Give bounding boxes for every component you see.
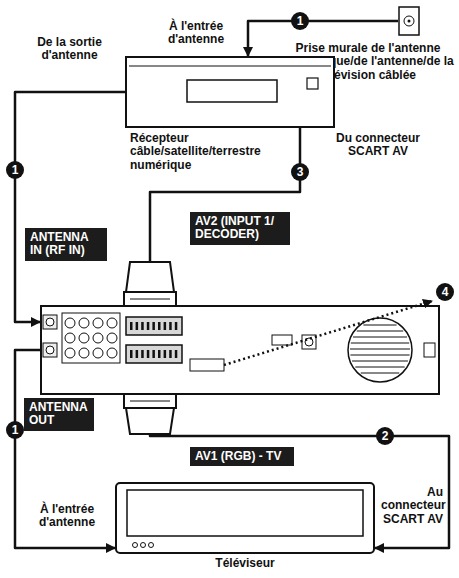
callout-number: 1 — [291, 12, 309, 30]
node-label: Récepteur câble/satellite/terrestre numé… — [130, 132, 295, 172]
wall-outlet: Prise murale de l'antenne parabolique/de… — [398, 6, 420, 36]
wall-outlet-outline — [398, 6, 420, 36]
recorder-rear-panel-outline — [40, 305, 440, 395]
connector-tag: ANTENNA OUT — [24, 398, 94, 431]
connector-tag: AV1 (RGB) - TV — [190, 447, 294, 466]
node-label: Téléviseur — [115, 557, 375, 570]
callout-number: 1 — [6, 421, 24, 439]
callout-number: 2 — [376, 427, 394, 445]
receiver-box-outline — [125, 56, 335, 128]
scart-plug — [124, 262, 176, 306]
callout-number: 4 — [436, 283, 454, 301]
connector-tag: ANTENNA IN (RF IN) — [25, 228, 107, 261]
callout-number: 1 — [6, 161, 24, 179]
port-label: À l'entrée d'antenne — [150, 20, 242, 47]
receiver-box: Récepteur câble/satellite/terrestre numé… — [125, 56, 335, 128]
scart-plug — [124, 394, 176, 434]
cable — [15, 92, 125, 322]
recorder-rear-panel — [40, 305, 440, 395]
connector-tag: AV2 (INPUT 1/ DECODER) — [190, 212, 290, 245]
television: Téléviseur — [115, 482, 375, 554]
port-label: De la sortie d'antenne — [22, 36, 117, 63]
port-label: À l'entrée d'antenne — [22, 503, 112, 530]
port-label: Au connecteur SCART AV — [381, 486, 443, 526]
television-outline — [115, 482, 375, 554]
callout-number: 3 — [291, 163, 309, 181]
port-label: Du connecteur SCART AV — [314, 132, 442, 159]
